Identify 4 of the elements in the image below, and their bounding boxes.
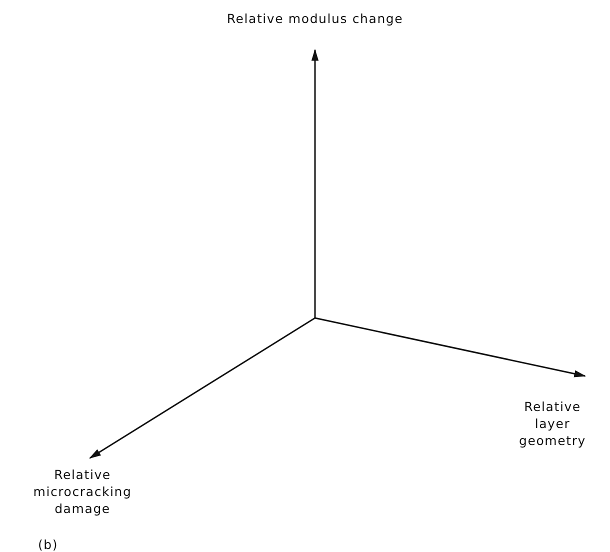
axis-label: Relative microcracking damage xyxy=(32,466,133,517)
caption: (b) xyxy=(38,536,58,552)
axis-label: Relative layer geometry xyxy=(518,398,587,449)
axis-label: Relative modulus change xyxy=(226,10,404,27)
